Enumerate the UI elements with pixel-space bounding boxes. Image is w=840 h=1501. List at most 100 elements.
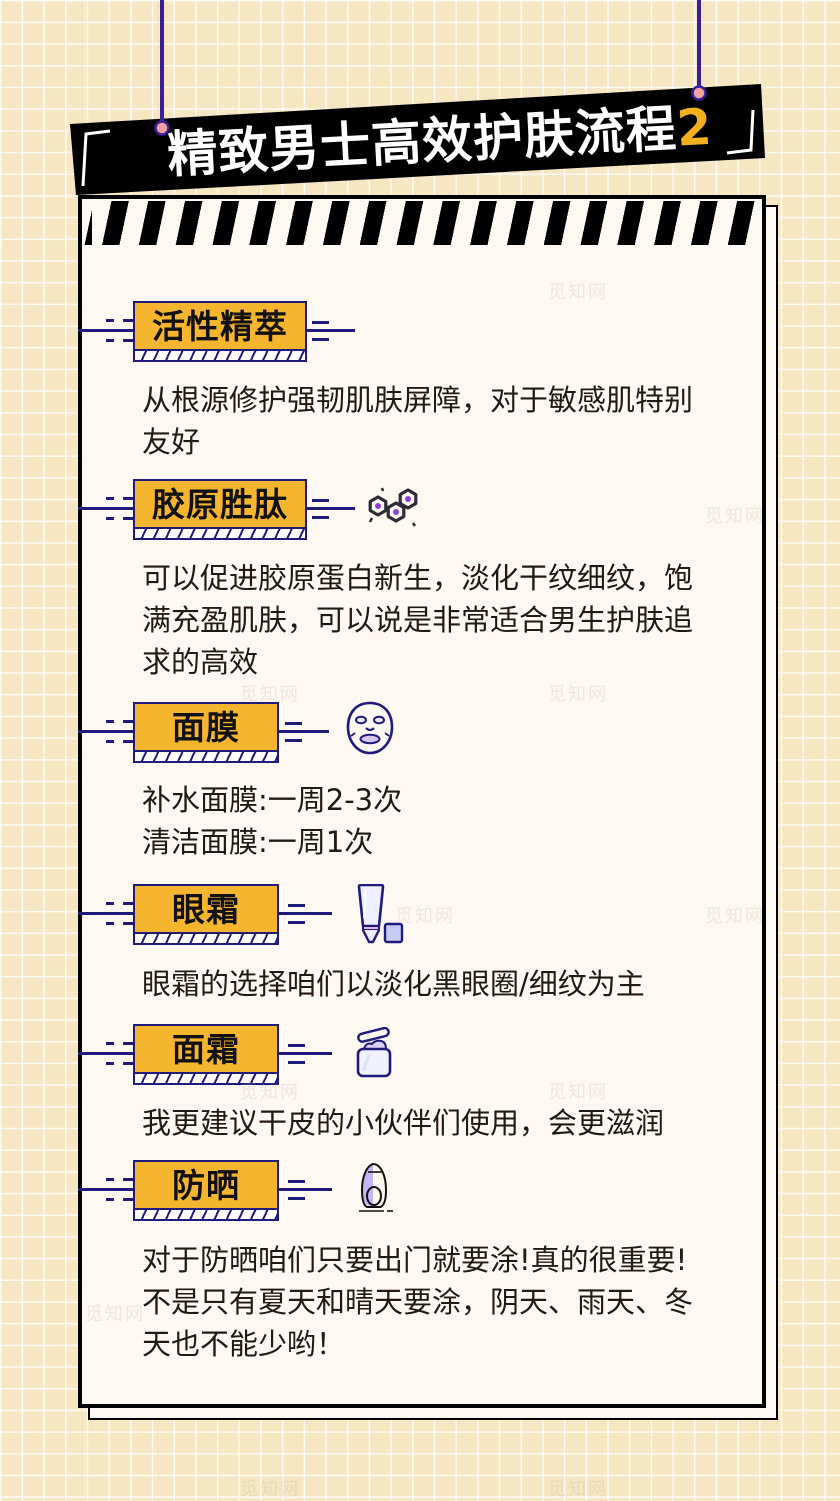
section-label-text: 防晒 [172,1166,240,1205]
label-hatch [135,349,305,360]
connector-dash [106,1198,114,1201]
connector-line-right [307,507,355,510]
connector-dash [106,319,114,322]
connector-line-left [78,1052,134,1055]
connector-dash [123,517,133,520]
connector-dash [123,1198,133,1201]
label-hatch [135,750,277,761]
connector-dash [288,1061,305,1064]
description-line: 不是只有夏天和晴天要涂，阴天、雨天、冬 [142,1285,694,1319]
connector-dash [123,339,133,342]
connector-dash [106,922,114,925]
connector-dash [288,1044,305,1047]
watermark: 觅知网 [85,1304,145,1325]
connector-dash [312,499,329,502]
connector-dash [106,1062,114,1065]
label-hatch [135,527,305,538]
connector-line-left [78,730,134,733]
watermark: 觅知网 [240,684,300,705]
connector-dash [312,321,329,324]
description-line: 眼霜的选择咱们以淡化黑眼圈/细纹为主 [142,967,645,1001]
section-description: 我更建议干皮的小伙伴们使用，会更滋润 [142,1102,664,1144]
watermark: 觅知网 [548,1082,608,1103]
section-label: 面膜 [133,702,279,763]
label-hatch [135,932,277,943]
page-title: 精致男士高效护肤流程2 [129,92,752,190]
description-line: 满充盈肌肤，可以说是非常适合男生护肤追 [142,603,694,637]
connector-line-right [279,730,329,733]
section-label-text: 面膜 [172,708,240,747]
label-hatch [135,1072,277,1083]
connector-line-left [78,507,134,510]
section-description: 对于防晒咱们只要出门就要涂!真的很重要! 不是只有夏天和晴天要涂，阴天、雨天、冬… [142,1239,693,1365]
section-label-text: 眼霜 [172,890,240,929]
face-mask-icon [346,701,394,755]
connector-line-left [78,329,134,332]
section-description: 补水面膜:一周2-3次 清洁面膜:一周1次 [142,779,402,863]
connector-line-left [78,1188,134,1191]
connector-dash [106,740,114,743]
connector-dash [123,902,133,905]
watermark: 觅知网 [548,282,608,303]
watermark: 觅知网 [705,506,765,527]
page-title-text: 精致男士高效护肤流程 [165,99,679,185]
watermark: 觅知网 [548,684,608,705]
section-label-text: 面霜 [172,1030,240,1069]
connector-dash [123,740,133,743]
connector-dash [288,921,305,924]
watermark: 觅知网 [240,1082,300,1103]
section-label: 面霜 [133,1024,279,1085]
cream-jar-icon [356,1026,392,1078]
connector-dash [106,1042,114,1045]
label-hatch [135,1208,277,1219]
description-line: 对于防晒咱们只要出门就要涂!真的很重要! [142,1243,688,1277]
connector-dash [123,720,133,723]
section-label: 活性精萃 [133,301,307,362]
description-line: 求的高效 [142,645,259,679]
section-label-text: 胶原胜肽 [152,485,288,524]
section-label: 胶原胜肽 [133,479,307,540]
connector-dash [288,904,305,907]
connector-dash [106,339,114,342]
connector-line-right [279,1188,332,1191]
connector-dash [123,497,133,500]
connector-line-right [279,1052,332,1055]
description-line: 我更建议干皮的小伙伴们使用，会更滋润 [142,1106,665,1140]
description-line: 清洁面膜:一周1次 [142,825,374,859]
connector-dash [123,1042,133,1045]
description-line: 从根源修护强韧肌肤屏障，对于敏感肌特别 [142,383,694,417]
section-label-text: 活性精萃 [152,307,288,346]
connector-dash [288,1180,305,1183]
card-stripe-header [82,201,762,245]
section-label: 防晒 [133,1160,279,1221]
connector-dash [106,902,114,905]
connector-dash [312,516,329,519]
connector-dash [123,1062,133,1065]
section-description: 从根源修护强韧肌肤屏障，对于敏感肌特别 友好 [142,379,693,463]
description-line: 友好 [142,425,201,459]
connector-line-right [307,329,355,332]
connector-dash [123,1178,133,1181]
description-line: 天也不能少哟！ [142,1327,346,1361]
page-title-number: 2 [675,97,715,158]
connector-line-left [78,912,134,915]
connector-dash [123,319,133,322]
watermark: 觅知网 [395,906,455,927]
watermark: 觅知网 [240,1479,300,1500]
connector-dash [106,517,114,520]
connector-dash [288,1197,305,1200]
watermark: 觅知网 [548,1479,608,1500]
section-label: 眼霜 [133,884,279,945]
connector-dash [106,1178,114,1181]
connector-dash [285,739,302,742]
eye-cream-tube-icon [357,884,404,944]
section-description: 可以促进胶原蛋白新生，淡化干纹细纹，饱 满充盈肌肤，可以说是非常适合男生护肤追 … [142,557,693,683]
molecule-icon [368,487,418,527]
section-description: 眼霜的选择咱们以淡化黑眼圈/细纹为主 [142,963,645,1005]
watermark: 觅知网 [705,906,765,927]
connector-dash [106,497,114,500]
sunscreen-bottle-icon [359,1162,393,1212]
left-bracket-icon [81,129,111,187]
description-line: 补水面膜:一周2-3次 [142,783,403,817]
connector-line-right [279,912,332,915]
